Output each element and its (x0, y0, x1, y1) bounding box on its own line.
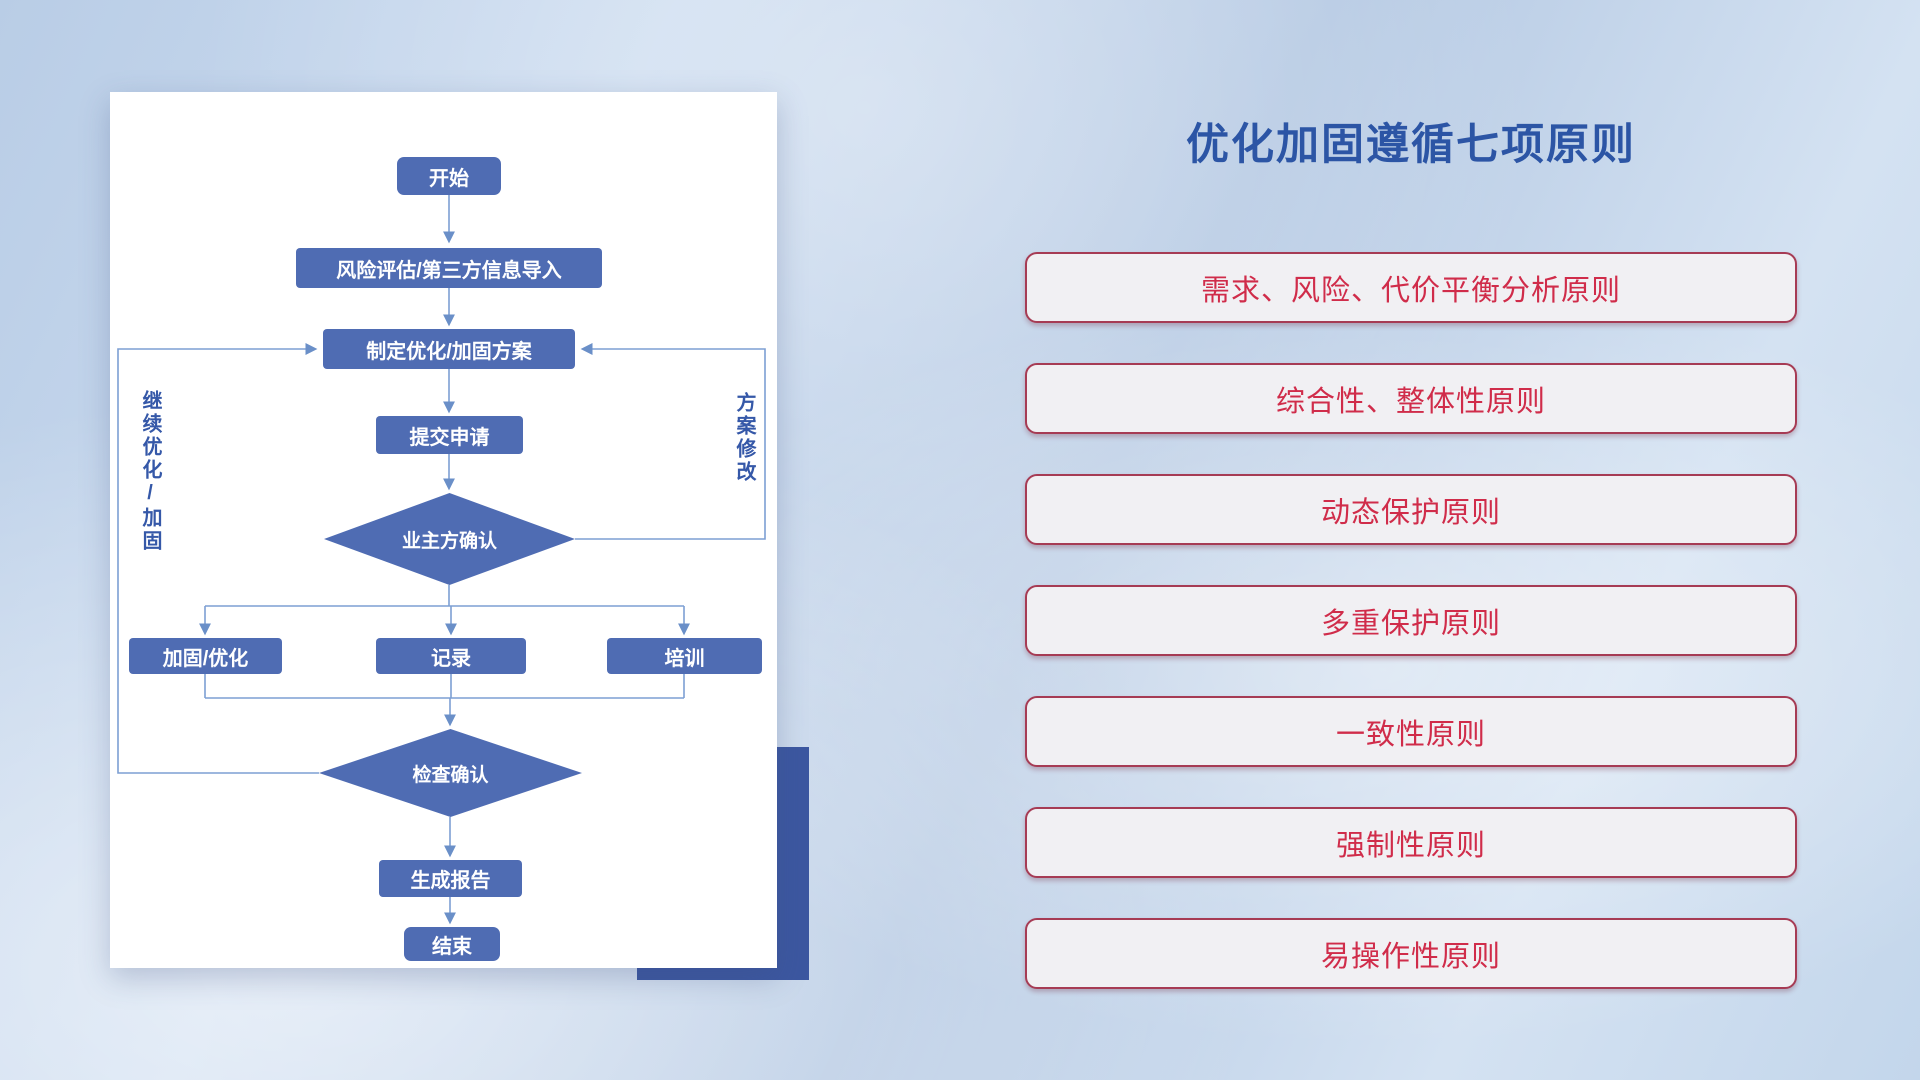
principle-item-7: 易操作性原则 (1025, 918, 1797, 989)
principle-item-6: 强制性原则 (1025, 807, 1797, 878)
principles-panel: 优化加固遵循七项原则 需求、风险、代价平衡分析原则 综合性、整体性原则 动态保护… (1025, 0, 1797, 1029)
flowchart-card: 开始 风险评估/第三方信息导入 制定优化/加固方案 提交申请 业主方确认 加固/… (110, 92, 777, 968)
principle-item-3: 动态保护原则 (1025, 474, 1797, 545)
principle-item-2: 综合性、整体性原则 (1025, 363, 1797, 434)
principle-item-4: 多重保护原则 (1025, 585, 1797, 656)
flow-node-reinforce-optimize: 加固/优化 (129, 638, 282, 674)
principle-item-1: 需求、风险、代价平衡分析原则 (1025, 252, 1797, 323)
loop-label-continue-optimize: 继续优化/加固 (139, 390, 161, 553)
flow-node-record: 记录 (376, 638, 526, 674)
page-title: 优化加固遵循七项原则 (1186, 121, 1636, 169)
flowchart-connectors (117, 195, 766, 925)
flow-node-make-plan: 制定优化/加固方案 (323, 329, 575, 369)
principles-list: 需求、风险、代价平衡分析原则 综合性、整体性原则 动态保护原则 多重保护原则 一… (1025, 252, 1797, 989)
flow-node-end: 结束 (404, 927, 500, 961)
flow-node-submit-application: 提交申请 (376, 416, 523, 454)
flow-node-generate-report: 生成报告 (379, 860, 522, 897)
principle-item-5: 一致性原则 (1025, 696, 1797, 767)
loop-label-plan-revision: 方案修改 (733, 392, 755, 484)
flow-node-training: 培训 (607, 638, 762, 674)
flow-node-risk-assessment: 风险评估/第三方信息导入 (296, 248, 602, 288)
flow-node-start: 开始 (397, 157, 501, 195)
